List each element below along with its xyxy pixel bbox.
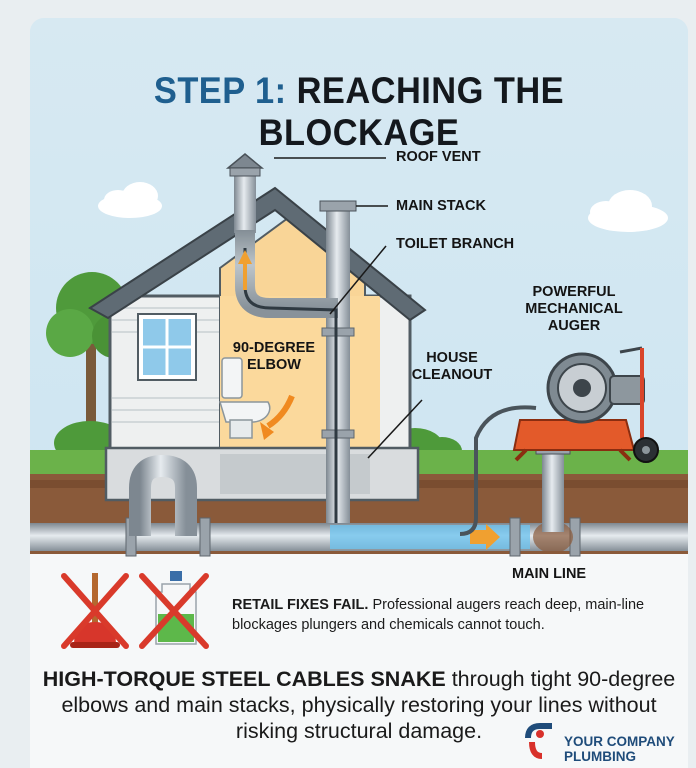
bottom-summary: HIGH-TORQUE STEEL CABLES SNAKE through t…	[30, 666, 688, 744]
bottom-lead: HIGH-TORQUE STEEL CABLES SNAKE	[42, 667, 446, 691]
roof-vent	[225, 153, 265, 233]
auger-machine-icon	[512, 346, 659, 463]
pipe-wrench-logo-icon	[525, 723, 552, 759]
label-90-degree-elbow: 90-DEGREE ELBOW	[232, 340, 316, 373]
toilet-icon	[218, 357, 271, 439]
label-main-stack: MAIN STACK	[396, 198, 486, 214]
trap-pipe	[129, 454, 197, 536]
lower-panel	[30, 554, 688, 768]
plumbing-scene	[30, 18, 688, 768]
label-house-cleanout: HOUSE CLEANOUT	[411, 350, 493, 383]
retail-body: Professional augers reach deep, main-lin…	[232, 597, 645, 633]
retail-fixes-note: RETAIL FIXES FAIL. Professional augers r…	[232, 595, 672, 635]
label-toilet-branch: TOILET BRANCH	[396, 236, 515, 252]
main-line-pipe	[30, 517, 688, 557]
infographic-card: STEP 1: REACHING THE BLOCKAGE ROOF VENT …	[30, 18, 688, 768]
auger-hose	[459, 405, 537, 536]
house	[88, 186, 427, 502]
leader-lines	[274, 157, 423, 459]
label-main-line: MAIN LINE	[512, 566, 587, 582]
cloud-left	[98, 182, 162, 218]
elbow-arrow-icon	[266, 394, 295, 429]
crossed-out-chemical-bottle-icon	[139, 571, 209, 649]
retail-lead: RETAIL FIXES FAIL.	[232, 597, 369, 613]
company-logo-text: YOUR COMPANY PLUMBING	[564, 734, 675, 764]
label-powerful-mechanical-auger: POWERFUL MECHANICAL AUGER	[525, 284, 623, 334]
flow-arrow-icon	[470, 524, 500, 550]
page-title: STEP 1: REACHING THE BLOCKAGE	[153, 70, 565, 153]
main-stack-pipe	[319, 200, 357, 536]
bottom-body: through tight 90-degree elbows and main …	[61, 667, 676, 743]
label-roof-vent: ROOF VENT	[396, 149, 481, 165]
cleanout-riser	[542, 448, 564, 532]
crossed-out-plunger-icon	[61, 573, 129, 649]
cloud-right	[588, 190, 668, 232]
